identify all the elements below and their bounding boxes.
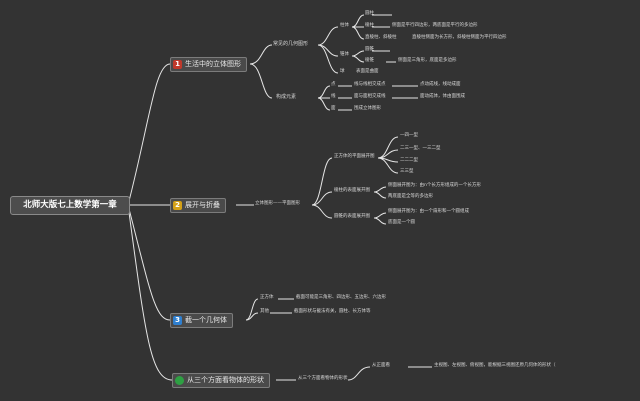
- topic-1[interactable]: 1 生活中的立体图形: [170, 57, 247, 72]
- link-t2-cube: [311, 157, 333, 206]
- t1-qiu-note: 表面是曲面: [356, 69, 379, 74]
- link-cube-1: [377, 136, 399, 159]
- link-el-3: [317, 97, 331, 111]
- t1-el-far-1: 点动成线，线动成面: [420, 82, 461, 87]
- t1-common-node[interactable]: 常见的几何图形: [273, 41, 309, 47]
- topic-4-label: 从三个方面看物体的形状: [187, 376, 264, 384]
- t1-cuti-item-3[interactable]: 直棱柱、斜棱柱: [365, 35, 397, 40]
- link-common-qiu: [317, 44, 339, 74]
- link-t4-child: [347, 366, 371, 381]
- t3-b-label[interactable]: 其他: [260, 309, 269, 314]
- link-common-zhuiti: [317, 44, 339, 57]
- link-cuti-3: [351, 26, 365, 40]
- t2-cube-item-2: 二三一型、一三二型: [400, 146, 441, 151]
- link-cuti-1: [351, 14, 365, 28]
- link-cone-2: [373, 217, 387, 225]
- topic-3[interactable]: 3 截一个几何体: [170, 313, 233, 328]
- t4-child-text: 主视图、左视图、俯视图，能根据三视图还原几何体的形状（: [434, 363, 556, 368]
- link-root-t4: [127, 204, 173, 381]
- link-cone-1: [373, 212, 387, 219]
- t2-main-node[interactable]: 立体图形——平面图形: [255, 201, 300, 206]
- topic-3-badge: 3: [173, 316, 182, 325]
- link-zhuiti-1: [351, 50, 365, 57]
- link-common-cuti: [317, 26, 339, 46]
- t1-cuti-node[interactable]: 柱体: [340, 23, 349, 28]
- t2-cone-node[interactable]: 圆锥的表面展开图: [334, 214, 370, 219]
- link-root-t3: [127, 204, 171, 321]
- t4-child-node[interactable]: 从正面看: [372, 363, 390, 368]
- t2-cone-item-1: 侧面展开图为：由一个扇形和一个圆组成: [388, 209, 469, 214]
- t2-cube-item-1: 一四一型: [400, 133, 418, 138]
- t3-a-label[interactable]: 正方体: [260, 295, 274, 300]
- root-node[interactable]: 北师大版七上数学第一章: [10, 196, 130, 215]
- topic-1-badge: 1: [173, 60, 182, 69]
- link-root-t1: [127, 63, 171, 206]
- t1-el-item-3[interactable]: 面: [331, 106, 336, 111]
- topic-4-badge: [175, 376, 184, 385]
- t1-cuti-item-1[interactable]: 圆柱: [365, 11, 374, 16]
- link-zhuiti-2: [351, 55, 365, 63]
- link-t2-prism: [311, 191, 333, 206]
- t2-cube-item-4: 三三型: [400, 169, 414, 174]
- t1-el-note-2: 面与面相交成线: [354, 94, 386, 99]
- t1-zhuiti-note-1: 侧面是三角形，底面是多边形: [398, 58, 457, 63]
- t1-elements-node[interactable]: 构成元素: [276, 94, 297, 100]
- topic-3-label: 截一个几何体: [185, 316, 227, 324]
- link-t1-common: [249, 44, 273, 65]
- t1-cuti-item-2[interactable]: 棱柱: [365, 23, 374, 28]
- topic-1-label: 生活中的立体图形: [185, 60, 241, 68]
- link-el-1: [317, 85, 331, 99]
- t1-el-far-2: 面动成体，体由面围成: [420, 94, 465, 99]
- t1-el-item-1[interactable]: 点: [331, 82, 336, 87]
- topic-2[interactable]: 2 展开与折叠: [170, 198, 226, 213]
- t2-cube-item-3: 二二二型: [400, 158, 418, 163]
- link-t1-elements: [249, 63, 273, 99]
- t1-cuti-note-1: 侧面是平行四边形，两底面是平行的多边形: [392, 23, 478, 28]
- t1-zhuiti-item-1[interactable]: 圆锥: [365, 47, 374, 52]
- link-t2-cone: [311, 204, 333, 219]
- t2-cube-node[interactable]: 正方体的平面展开图: [334, 154, 375, 159]
- t1-cuti-note-2: 直棱柱侧面为长方形，斜棱柱侧面为平行四边形: [412, 35, 507, 40]
- t2-cone-item-2: 底面是一个圆: [388, 220, 415, 225]
- topic-2-label: 展开与折叠: [185, 201, 220, 209]
- t1-el-note-3: 围成立体图形: [354, 106, 381, 111]
- t1-el-note-1: 线与线相交成点: [354, 82, 386, 87]
- t2-prism-item-2: 两底面是全等的多边形: [388, 194, 433, 199]
- topic-4[interactable]: 从三个方面看物体的形状: [172, 373, 270, 388]
- t3-a-text: 截面可能是三角形、四边形、五边形、六边形: [296, 295, 386, 300]
- t2-prism-item-1: 侧面展开图为：由n个长方形组成的一个长方形: [388, 183, 481, 188]
- t1-qiu-node[interactable]: 球: [340, 69, 345, 74]
- t3-b-text: 截面形状与截法有关，圆柱、长方体等: [294, 309, 371, 314]
- t1-zhuiti-node[interactable]: 锥体: [340, 52, 349, 57]
- t4-main-node[interactable]: 从三个方面看物体的形状: [298, 376, 348, 381]
- t1-zhuiti-item-2[interactable]: 棱锥: [365, 58, 374, 63]
- link-cube-4: [377, 157, 399, 174]
- topic-2-badge: 2: [173, 201, 182, 210]
- link-prism-1: [373, 186, 387, 193]
- link-prism-2: [373, 191, 387, 199]
- t1-el-item-2[interactable]: 线: [331, 94, 336, 99]
- t2-prism-node[interactable]: 棱柱的表面展开图: [334, 188, 370, 193]
- link-t3-b: [245, 312, 259, 321]
